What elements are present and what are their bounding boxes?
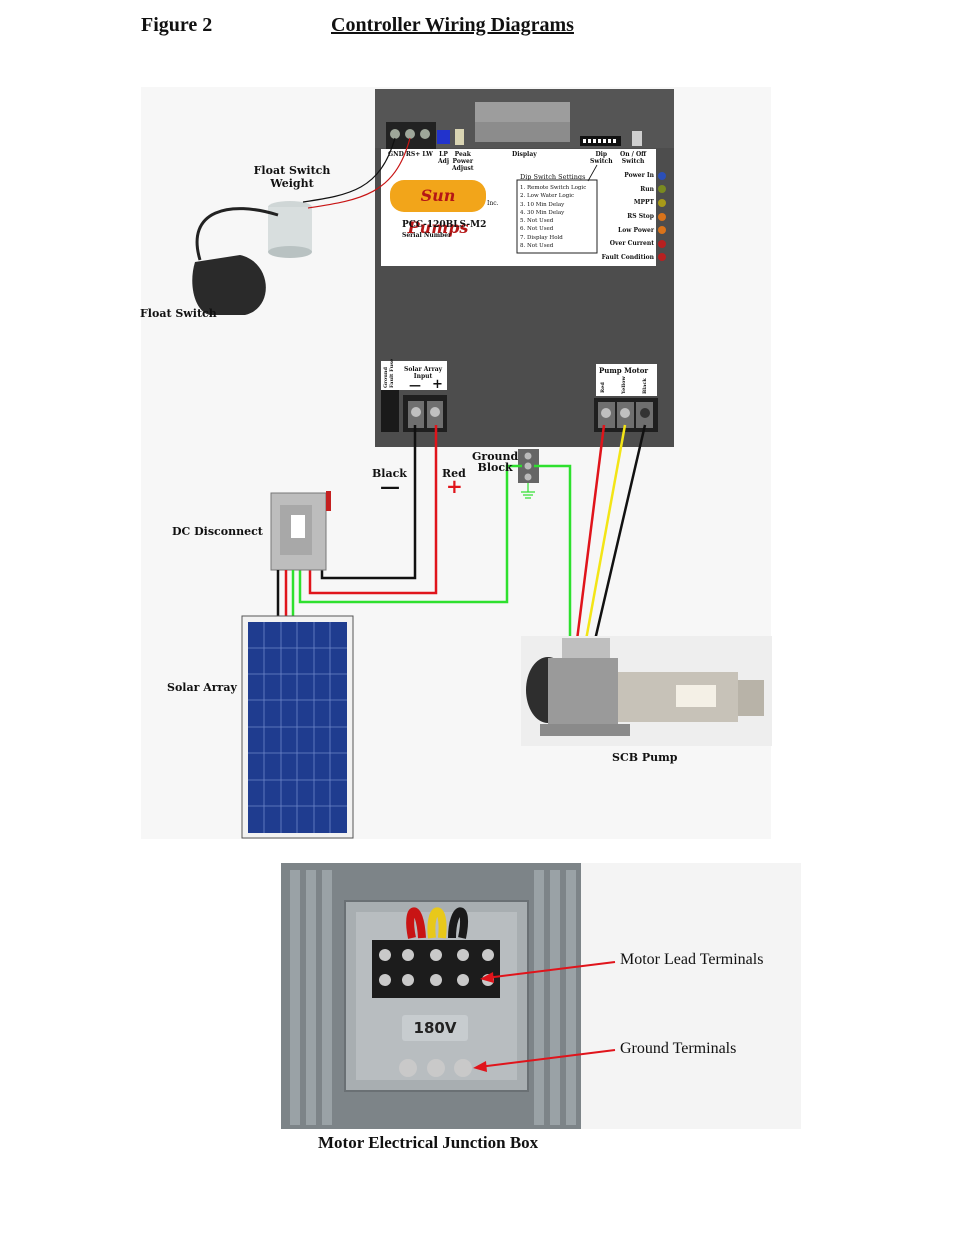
dip-item: 2. Low Water Logic — [520, 193, 575, 200]
solar-input-plus: + — [432, 377, 443, 392]
indicator-label: Power In — [624, 172, 654, 180]
float-switch-label: Float Switch — [140, 307, 217, 320]
solar-panel-cells — [248, 622, 347, 833]
model-number: PCC-120BLS-M2 — [402, 220, 487, 230]
motor-lead-terminals-callout: Motor Lead Terminals — [620, 951, 764, 968]
on-off-switch — [632, 131, 642, 146]
indicator-list: Power In Run MPPT RS Stop Low Power Over… — [596, 169, 666, 264]
brand-logo: Sun Pumps — [390, 180, 486, 237]
voltage-label: 180V — [413, 1019, 457, 1037]
red-wire-label: Red — [442, 467, 466, 480]
dip-item: 1. Remote Switch Logic — [520, 185, 587, 191]
serial-label: Serial Number — [402, 232, 452, 239]
led-icon — [658, 212, 666, 221]
pump-motor-title: Pump Motor — [599, 366, 649, 375]
indicator-row: Fault Condition — [596, 251, 666, 265]
solar-input-minus: — — [409, 378, 421, 392]
scb-pump-label: SCB Pump — [612, 751, 678, 764]
ground-fuse-box — [381, 390, 399, 432]
pump-terminal-yellow-label: Yellow — [621, 376, 627, 394]
motor-lead-terminal-block — [372, 940, 500, 998]
peak-power-knob — [455, 129, 464, 145]
junction-box-caption: Motor Electrical Junction Box — [318, 1133, 539, 1152]
yellow-pump-wire — [584, 424, 627, 641]
float-switch-body — [192, 255, 266, 315]
black-wire-label: Black — [372, 467, 407, 480]
indicator-label: Low Power — [618, 226, 654, 234]
voltage-plate: 180V — [402, 1015, 468, 1041]
led-icon — [658, 239, 666, 248]
solar-input-label-box — [381, 361, 447, 390]
black-minus-sign: — — [380, 474, 400, 498]
dip-settings-list: Dip Switch Settings 1. Remote Switch Log… — [520, 173, 598, 250]
indicator-row: RS Stop — [596, 210, 666, 224]
dip-item: 8. Not Used — [520, 243, 554, 250]
on-off-label: On / Off Switch — [620, 151, 647, 165]
dc-disconnect-label: DC Disconnect — [172, 525, 263, 538]
indicator-row: MPPT — [596, 196, 666, 210]
lp-adj-knob — [437, 130, 450, 144]
brand-suffix: Inc. — [487, 200, 499, 207]
pump-terminal-red-label: Red — [600, 382, 606, 393]
sensor-terminals-label: GND RS+ LW — [388, 151, 433, 158]
ground-fault-fuse-label: Ground Fault Fuse — [383, 358, 395, 388]
indicator-label: RS Stop — [627, 213, 654, 221]
indicator-label: MPPT — [633, 199, 654, 207]
display-label: Display — [512, 151, 537, 158]
red-plus-sign: + — [446, 474, 463, 498]
lp-adj-label: LP Adj — [438, 151, 450, 165]
brand-name: Sun Pumps — [407, 186, 469, 237]
pump-terminal-black-label: Black — [642, 378, 648, 394]
indicator-row: Low Power — [596, 223, 666, 237]
dip-item: 5. Not Used — [520, 218, 554, 225]
dip-item: 3. 10 Min Delay — [520, 201, 565, 208]
black-solar-wire — [320, 425, 417, 580]
indicator-row: Power In — [596, 169, 666, 183]
dip-switch-label: Dip Switch — [590, 151, 613, 165]
led-icon — [658, 253, 666, 262]
green-ground-wire — [298, 464, 522, 604]
dip-item: 4. 30 Min Delay — [520, 209, 565, 216]
pump-motor-label-box — [596, 364, 657, 396]
indicator-row: Over Current — [596, 237, 666, 251]
figure-label: Figure 2 — [141, 14, 213, 36]
red-pump-wire — [575, 424, 606, 641]
dip-settings-box — [516, 179, 598, 254]
led-icon — [658, 226, 666, 235]
peak-power-label: Peak Power Adjust — [452, 151, 474, 172]
led-icon — [658, 171, 666, 180]
float-switch-weight-label: Float Switch Weight — [253, 164, 331, 190]
dip-item: 6. Not Used — [520, 226, 554, 233]
black-pump-wire — [593, 424, 647, 641]
indicator-row: Run — [596, 183, 666, 197]
indicator-label: Run — [640, 185, 654, 193]
dip-item: 7. Display Hold — [520, 234, 563, 241]
figure-title: Controller Wiring Diagrams — [331, 14, 574, 36]
pump-motor-body — [548, 658, 618, 724]
solar-input-title: Solar Array Input — [404, 366, 443, 380]
led-icon — [658, 198, 666, 207]
solar-array-label: Solar Array — [167, 681, 237, 694]
ground-terminals-callout: Ground Terminals — [620, 1040, 737, 1057]
led-icon — [658, 185, 666, 194]
indicator-label: Over Current — [609, 240, 654, 248]
dip-settings-title: Dip Switch Settings — [520, 173, 586, 181]
ground-block-label: Ground Block — [472, 450, 519, 474]
red-solar-wire — [308, 425, 438, 595]
indicator-label: Fault Condition — [601, 253, 654, 261]
